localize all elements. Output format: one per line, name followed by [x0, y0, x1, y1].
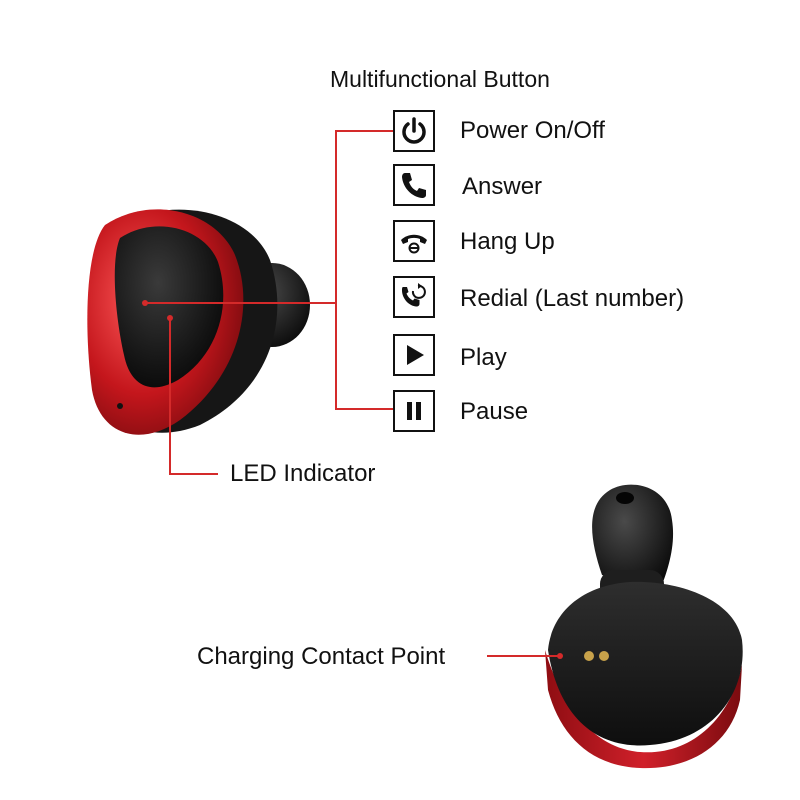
button-marker-dot	[142, 300, 148, 306]
leader-lines	[145, 130, 560, 657]
multifunctional-button-title: Multifunctional Button	[330, 66, 550, 92]
phone-icon	[393, 164, 435, 206]
earbud-back-image	[545, 484, 743, 769]
function-label-play: Play	[460, 344, 507, 371]
redial-icon	[393, 276, 435, 318]
function-label-power: Power On/Off	[460, 117, 605, 144]
led-indicator-label: LED Indicator	[230, 460, 376, 487]
power-icon	[393, 110, 435, 152]
earbud-front-image	[87, 209, 310, 435]
function-label-pause: Pause	[460, 398, 529, 425]
charging-marker-dot	[557, 653, 563, 659]
hang-up-icon	[393, 220, 435, 262]
function-label-hang-up: Hang Up	[460, 228, 555, 255]
function-label-answer: Answer	[462, 173, 543, 200]
charging-contact-label: Charging Contact Point	[197, 643, 446, 670]
pause-icon	[393, 390, 435, 432]
function-label-redial: Redial (Last number)	[460, 285, 685, 312]
play-icon	[393, 334, 435, 376]
led-marker-dot	[167, 315, 173, 321]
